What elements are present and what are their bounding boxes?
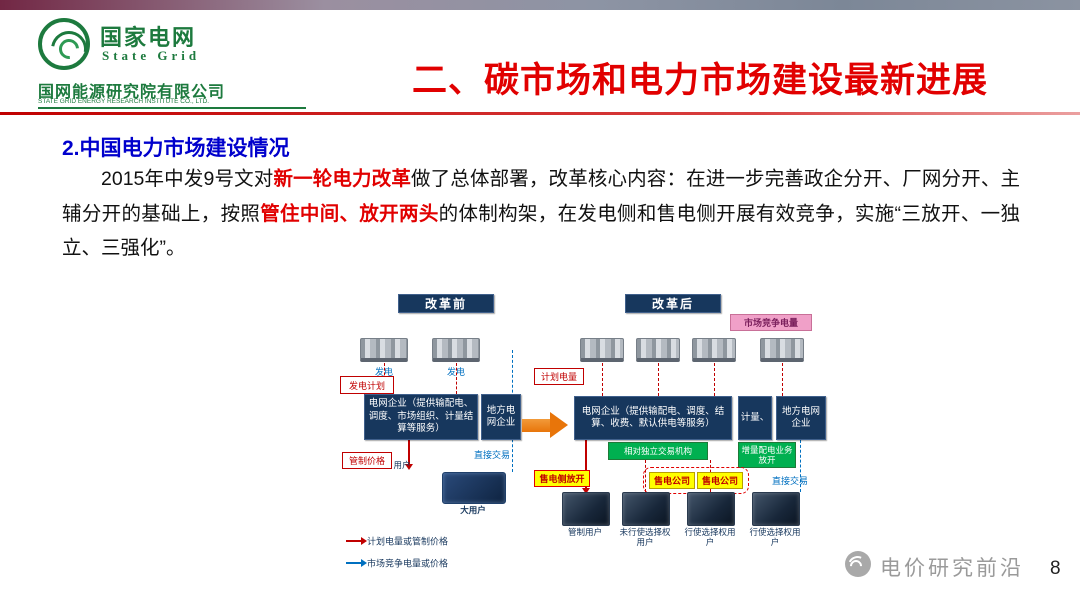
- logo-company-en: STATE GRID ENERGY RESEARCH INSTITUTE CO.…: [38, 98, 210, 105]
- logo-company-cn: 国网能源研究院有限公司: [38, 84, 226, 101]
- before-grid-company-box: 电网企业（提供输配电、调度、市场组织、计量结算等服务）: [364, 394, 478, 440]
- generator-label: 发电: [374, 367, 393, 377]
- logo-underline: [38, 107, 306, 109]
- generator-label: 发电: [446, 367, 465, 377]
- para-seg1: 2015年中发9号文对: [101, 168, 274, 190]
- para-highlight-2: 管住中间、放开两头: [260, 202, 439, 225]
- retail-company-box: 售电公司: [649, 472, 695, 489]
- legend-label: 市场竞争电量或价格: [367, 558, 449, 569]
- before-header: 改革前: [398, 294, 494, 313]
- reform-diagram: 改革前 发电 发电 发电计划 电网企业（提供输配电、调度、市场组织、计量结算等服…: [340, 292, 870, 568]
- red-arrow-icon: [346, 536, 367, 545]
- user-type-label: 行使选择权用户: [749, 527, 801, 548]
- wave-logo-icon: [845, 551, 871, 577]
- generator-icon: [360, 338, 408, 362]
- generator-icon: [760, 338, 804, 362]
- header-divider: [0, 112, 1080, 115]
- para-seg2: 做了总体部署，改革核心内容：在进一步完善政企分开、厂网分开、主辅分开的基础上，按…: [62, 168, 1020, 225]
- big-user-photo-icon: [442, 472, 506, 504]
- generator-icon: [432, 338, 480, 362]
- connector-line: [645, 460, 646, 492]
- legend-label: 计划电量或管制价格: [367, 536, 449, 547]
- gen-plan-label: 发电计划: [340, 376, 394, 394]
- connector-line: [800, 440, 801, 492]
- generator-icon: [636, 338, 680, 362]
- user-type-label: 管制用户: [567, 527, 602, 537]
- plan-quantity-label: 计划电量: [534, 368, 584, 385]
- connector-line: [658, 363, 659, 396]
- regulated-price-label: 管制价格: [342, 452, 392, 469]
- body-paragraph: 2015年中发9号文对新一轮电力改革做了总体部署，改革核心内容：在进一步完善政企…: [62, 162, 1020, 266]
- transition-arrow-icon: [522, 412, 568, 438]
- user-photo-icon: [622, 492, 670, 526]
- legend-item: 计划电量或管制价格: [346, 532, 448, 550]
- legend: 计划电量或管制价格 市场竞争电量或价格: [346, 532, 448, 572]
- users-label: 用户: [393, 460, 411, 470]
- user-photo-icon: [752, 492, 800, 526]
- generator-icon: [580, 338, 624, 362]
- user-photo-icon: [562, 492, 610, 526]
- blue-arrow-icon: [346, 558, 367, 567]
- generator-icon: [692, 338, 736, 362]
- connector-line: [408, 440, 410, 464]
- retail-company-box: 售电公司: [697, 472, 743, 489]
- logo-block: 国家电网 State Grid 国网能源研究院有限公司 STATE GRID E…: [38, 16, 328, 109]
- before-direct-trade-label: 直接交易: [473, 450, 510, 460]
- connector-line: [714, 363, 715, 396]
- watermark-text: 电价研究前沿: [880, 557, 1024, 580]
- para-highlight-1: 新一轮电力改革: [273, 168, 411, 190]
- after-grid-company-box: 电网企业（提供输配电、调度、结算、收费、默认供电等服务）: [574, 396, 732, 440]
- arrowhead: [582, 488, 590, 494]
- connector-line: [602, 363, 603, 396]
- user-photo-icon: [687, 492, 735, 526]
- after-direct-trade-label: 直接交易: [771, 476, 808, 486]
- user-type-label: 行使选择权用户: [684, 527, 736, 548]
- connector-line: [585, 440, 587, 490]
- section-heading: 2.中国电力市场建设情况: [62, 137, 290, 160]
- before-local-grid-box: 地方电网企业: [481, 394, 521, 440]
- logo-name-en: State Grid: [102, 48, 201, 63]
- after-local-grid-box: 地方电网企业: [776, 396, 826, 440]
- trading-org-box: 相对独立交易机构: [608, 442, 708, 460]
- buildings-icon: [376, 472, 428, 504]
- legend-item: 市场竞争电量或价格: [346, 554, 448, 572]
- metering-box: 计量、: [738, 396, 772, 440]
- para-seg3: 的体制构架，在发电侧和售电侧开展有效竞争，实施“三放开、一独立、三强化”。: [62, 202, 1020, 260]
- page-title: 二、碳市场和电力市场建设最新进展: [411, 61, 988, 100]
- top-gradient-bar: [0, 0, 1080, 10]
- connector-line: [782, 363, 783, 396]
- after-header: 改革后: [625, 294, 721, 313]
- big-users-label: 大用户: [460, 505, 486, 515]
- page-number: 8: [1050, 558, 1061, 579]
- incremental-distribution-box: 增量配电业务放开: [738, 442, 796, 468]
- user-type-label: 未行使选择权用户: [619, 527, 671, 548]
- connector-line: [456, 363, 457, 394]
- arrowhead: [405, 464, 413, 470]
- logo-name-cn: 国家电网: [100, 25, 197, 50]
- market-quantity-label: 市场竞争电量: [730, 314, 812, 331]
- retail-open-label: 售电侧放开: [534, 470, 590, 487]
- state-grid-logo-icon: [38, 18, 90, 70]
